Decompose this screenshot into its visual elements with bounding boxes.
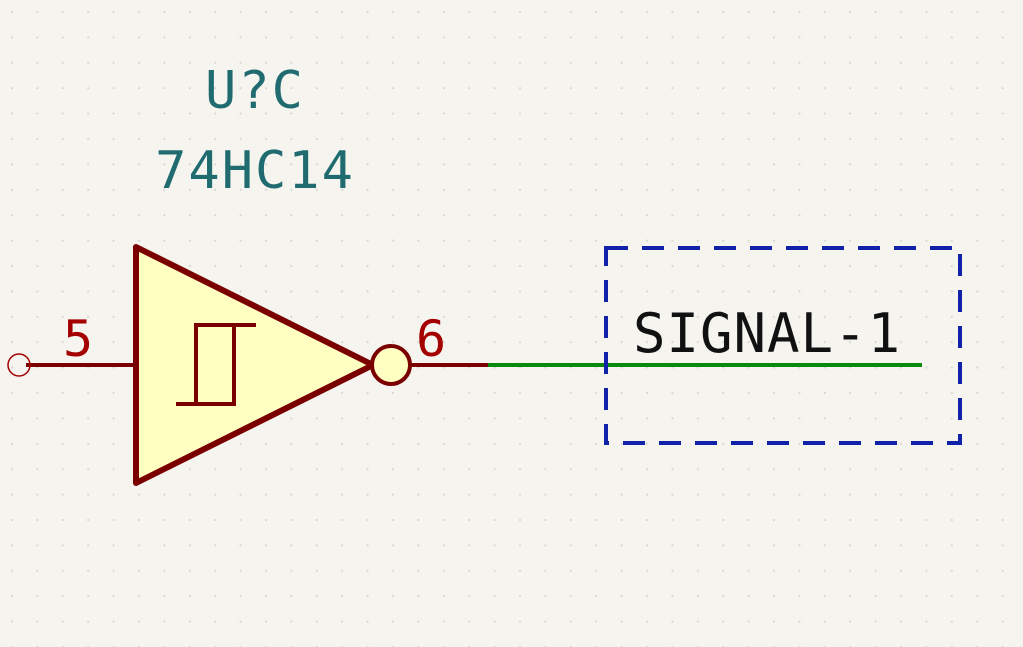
input-pin[interactable]: 5 [7, 310, 136, 377]
output-pin-number: 6 [416, 310, 446, 368]
net-label[interactable]: SIGNAL-1 [604, 246, 962, 445]
hysteresis-icon-upper [194, 323, 256, 404]
input-pin-number: 5 [63, 310, 93, 368]
component-value[interactable]: 74HC14 [155, 141, 355, 201]
output-pin[interactable]: 6 [410, 310, 488, 368]
reference-designator[interactable]: U?C [205, 61, 305, 121]
schmitt-inverter-symbol[interactable] [133, 244, 412, 486]
inverter-triangle [133, 244, 376, 486]
inversion-bubble-icon [370, 344, 412, 386]
net-label-text[interactable]: SIGNAL-1 [633, 302, 901, 365]
selection-box [604, 246, 962, 445]
pin-endpoint-icon[interactable] [7, 353, 31, 377]
